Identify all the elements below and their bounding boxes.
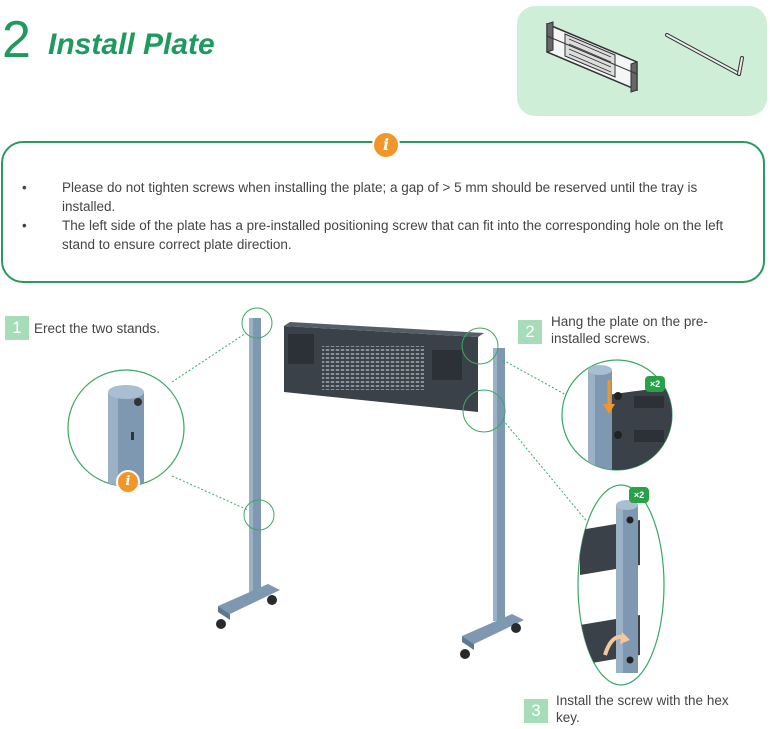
zoom-stand-top — [67, 369, 185, 487]
note-list: • Please do not tighten screws when inst… — [22, 178, 742, 254]
step-3-label: Install the screw with the hex key. — [556, 693, 729, 725]
quantity-badge: ×2 — [629, 487, 649, 503]
hex-key-part-icon — [665, 33, 744, 76]
callout-lines — [171, 332, 595, 531]
assembly-diagram — [67, 307, 673, 686]
note-item: • Please do not tighten screws when inst… — [22, 178, 742, 216]
plate-part-icon — [546, 21, 638, 93]
note-text: Please do not tighten screws when instal… — [62, 180, 698, 214]
step-2-badge: 2 — [518, 320, 542, 344]
zoom-screw-install — [577, 484, 665, 686]
left-stand-illustration — [216, 318, 280, 629]
step-1-label: Erect the two stands. — [34, 321, 161, 336]
bullet: • — [22, 218, 27, 233]
step-2-label: Hang the plate on the pre-installed scre… — [551, 314, 708, 346]
info-icon: i — [372, 131, 400, 159]
step-3-badge: 3 — [524, 699, 548, 723]
page-title: Install Plate — [48, 28, 215, 61]
page-header: 2 Install Plate — [0, 0, 770, 120]
highlight-circles — [241, 307, 506, 531]
step-number: 2 — [2, 11, 31, 69]
note-text: The left side of the plate has a pre-ins… — [62, 218, 724, 252]
bullet: • — [22, 180, 27, 195]
note-item: • The left side of the plate has a pre-i… — [22, 216, 742, 254]
plate-illustration — [284, 322, 484, 412]
parts-illustration — [517, 6, 767, 116]
step-1-badge: 1 — [5, 316, 29, 340]
info-icon-small: i — [116, 470, 140, 494]
quantity-badge: ×2 — [645, 376, 665, 392]
right-stand-illustration — [460, 348, 524, 659]
